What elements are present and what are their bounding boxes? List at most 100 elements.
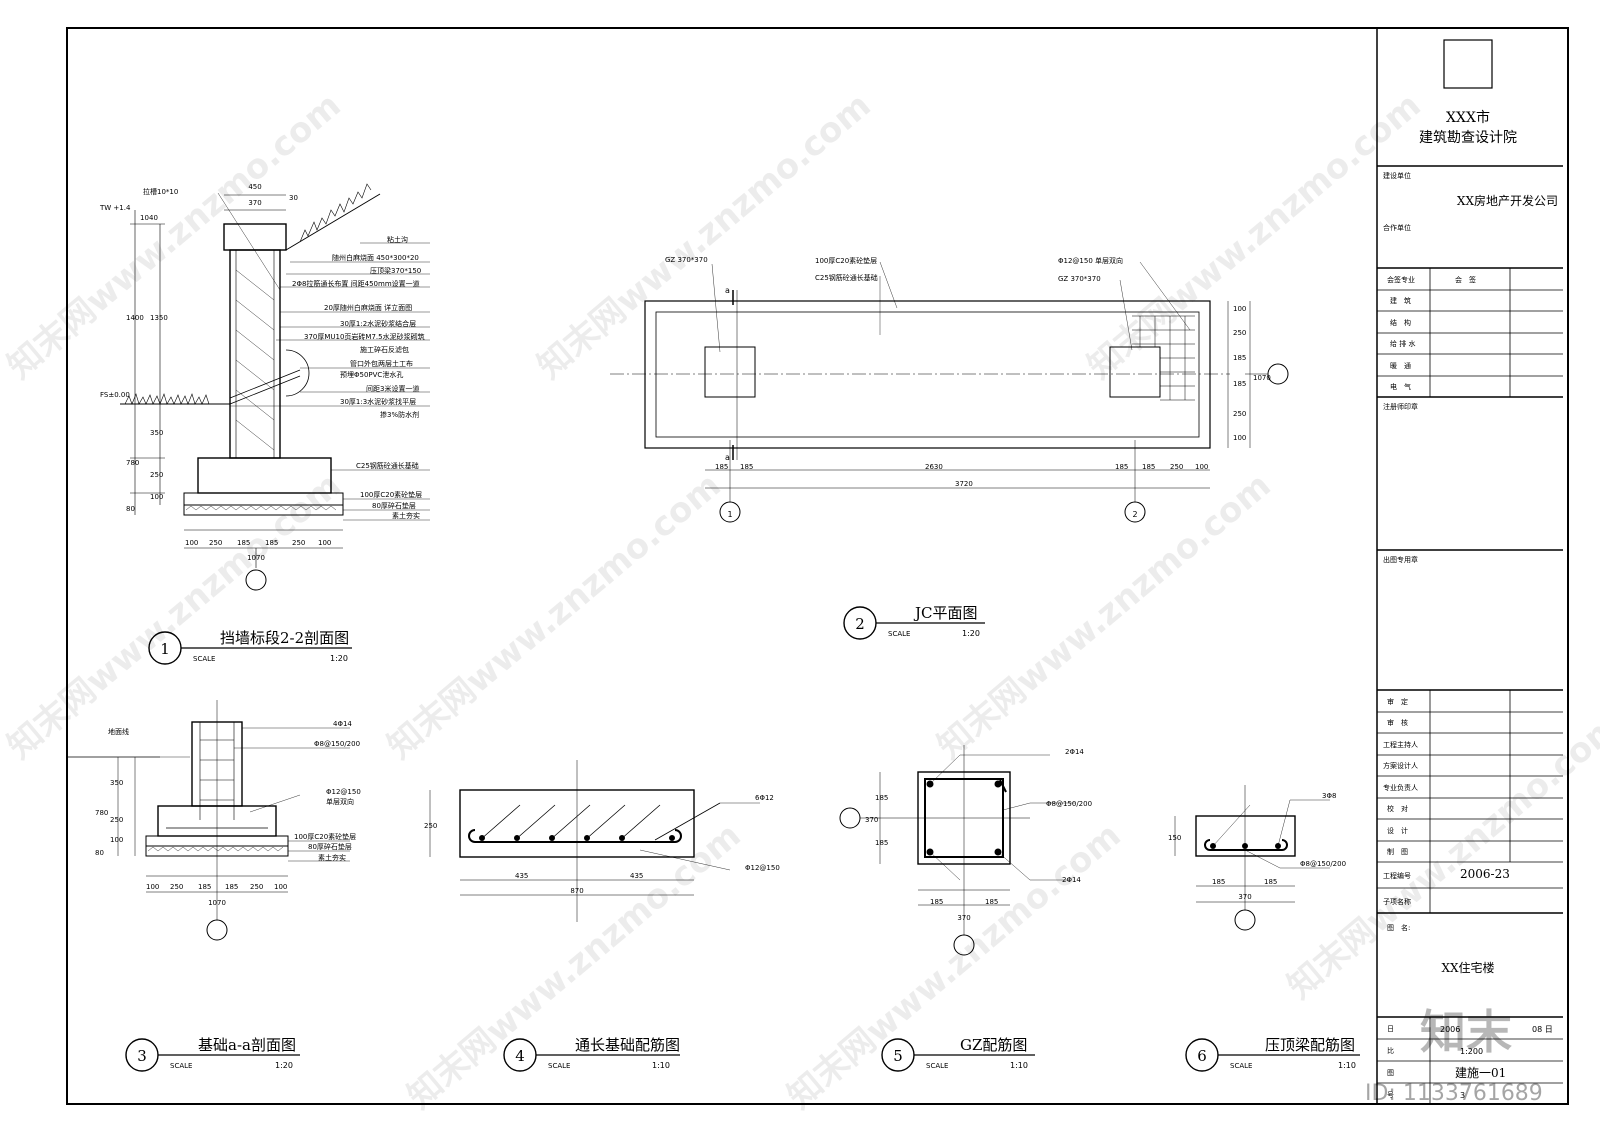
v6-total: 370: [1238, 893, 1251, 901]
scale-value: 1:200: [1460, 1047, 1483, 1056]
v2-rdim-5: 100: [1233, 434, 1246, 442]
discipline-arch: 建 筑: [1390, 296, 1411, 305]
v4-rebar-bottom: Φ12@150: [745, 864, 780, 872]
institute-line1: XXX市: [1446, 109, 1490, 126]
v3-bdim-4: 250: [250, 883, 263, 891]
svg-text:3: 3: [137, 1047, 147, 1065]
view1-title: 挡墙标段2-2剖面图: [220, 629, 349, 647]
v2-rdim-4: 250: [1233, 410, 1246, 418]
v1-dim-780: 780: [126, 459, 139, 467]
countersign-value: 会 签: [1455, 275, 1476, 284]
v1-dim-top-30: 30: [289, 194, 298, 202]
view6-coping-rebar: [1174, 785, 1330, 931]
svg-text:6: 6: [1197, 1047, 1207, 1065]
v2-bdim-1: 185: [740, 463, 753, 471]
date-day: 08 日: [1532, 1025, 1553, 1034]
view6-annotations: 3Φ8 Φ8@150/200 150 185 185 370: [1168, 792, 1346, 901]
v6-dim-0: 185: [1212, 878, 1225, 886]
drawing-seal-label: 出图专用章: [1383, 555, 1418, 564]
v2-axis-2: 2: [1132, 510, 1137, 519]
v1-note-5: 30厚1:2水泥砂浆结合层: [340, 319, 416, 328]
v6-rebar-bottom: Φ8@150/200: [1300, 860, 1346, 868]
svg-text:知末网www.znzmo.com: 知末网www.znzmo.com: [1280, 705, 1600, 1007]
v2-note2: C25钢筋砼通长基础: [815, 273, 878, 282]
v1-note-3: 2Φ8拉筋通长布置 间距450mm设置一道: [292, 279, 420, 288]
sheet-frame: [66, 27, 1569, 1105]
v1-top-note: 拉槽10*10: [143, 187, 178, 196]
v5-rebar-top: 2Φ14: [1065, 748, 1084, 756]
date-label: 日: [1387, 1025, 1394, 1033]
v4-dim-1: 435: [630, 872, 643, 880]
view-title-6: 6 压顶梁配筋图 SCALE 1:10: [1185, 1036, 1360, 1072]
logo-box: [1443, 39, 1493, 89]
v5-rebar-bottom: 2Φ14: [1062, 876, 1081, 884]
countersign-label: 会签专业: [1387, 275, 1415, 284]
role-design: 设 计: [1387, 826, 1408, 835]
v3-dim-250: 250: [110, 816, 123, 824]
svg-text:SCALE: SCALE: [193, 655, 215, 663]
discipline-electric: 电 气: [1390, 382, 1411, 391]
view4-rebar: [429, 760, 760, 922]
v3-total: 1070: [208, 899, 226, 907]
sheet-no: 3: [1460, 1091, 1465, 1100]
v1-note-11: 30厚1:3水泥砂浆找平层: [340, 397, 416, 406]
view2-plan: [610, 261, 1289, 523]
v3-dim-80: 80: [95, 849, 104, 857]
v2-btotal: 3720: [955, 480, 973, 488]
v5-ldim-0: 185: [875, 794, 888, 802]
v5-total: 370: [957, 914, 970, 922]
v3-rebar3b: 单层双向: [326, 797, 354, 806]
view5-gz-rebar: [839, 745, 1075, 956]
v1-note-8: 管口外包两层土工布: [350, 359, 413, 368]
svg-text:1:10: 1:10: [652, 1061, 670, 1070]
v1-bdim-5: 100: [318, 539, 331, 547]
date-value: 2006: [1440, 1025, 1460, 1034]
v1-fs: FS±0.00: [100, 391, 130, 399]
v4-rebar-top: 6Φ12: [755, 794, 774, 802]
v2-bdim-6: 100: [1195, 463, 1208, 471]
v3-ground-line: 地面线: [108, 727, 129, 736]
build-unit-label: 建设单位: [1383, 171, 1411, 180]
v3-rebar1: 4Φ14: [333, 720, 352, 728]
v1-note-1: 随州白麻烧面 450*300*20: [332, 253, 419, 262]
v1-bdim-0: 100: [185, 539, 198, 547]
v3-bdim-0: 100: [146, 883, 159, 891]
v1-dim-top-370: 370: [248, 199, 261, 207]
v2-rdim-2: 185: [1233, 354, 1246, 362]
v1-note-16: 素土夯实: [392, 511, 420, 520]
svg-text:知末网www.znzmo.com: 知末网www.znzmo.com: [0, 465, 349, 767]
svg-text:1: 1: [160, 640, 170, 658]
v3-bdim-1: 250: [170, 883, 183, 891]
v1-dim-100: 100: [150, 493, 163, 501]
v2-rdim-3: 185: [1233, 380, 1246, 388]
v1-note-14: 100厚C20素砼垫层: [360, 490, 422, 499]
v2-bdim-4: 185: [1142, 463, 1155, 471]
v3-dim-780: 780: [95, 809, 108, 817]
v3-note3: 素土夯实: [318, 853, 346, 862]
v3-bdim-2: 185: [198, 883, 211, 891]
v5-ldim-2: 185: [875, 839, 888, 847]
project-no-label: 工程编号: [1383, 871, 1411, 880]
svg-text:2: 2: [855, 615, 865, 633]
v2-rtotal: 1070: [1253, 374, 1271, 382]
scale-label: 比: [1387, 1046, 1394, 1055]
v1-bdim-4: 250: [292, 539, 305, 547]
coop-unit-label: 合作单位: [1383, 223, 1411, 232]
svg-text:知末网www.znzmo.com: 知末网www.znzmo.com: [530, 85, 879, 387]
v3-rebar3: Φ12@150: [326, 788, 361, 796]
role-discipline-lead: 专业负责人: [1383, 783, 1418, 792]
svg-text:知末网www.znzmo.com: 知末网www.znzmo.com: [0, 85, 349, 387]
v1-dim-1350: 1350: [150, 314, 168, 322]
svg-text:SCALE: SCALE: [1230, 1062, 1252, 1070]
role-scheme-designer: 方案设计人: [1383, 761, 1418, 770]
v1-note-0: 粘土沟: [387, 235, 408, 244]
v1-dim-10: 10: [140, 214, 149, 222]
v1-dim-1400: 1400: [126, 314, 144, 322]
v5-ldim-1: 370: [865, 816, 878, 824]
view-title-5: 5 GZ配筋图 SCALE 1:10: [881, 1036, 1035, 1072]
v1-dim-80: 80: [126, 505, 135, 513]
sheet-label2: 号: [1387, 1091, 1394, 1099]
v1-note-12: 掺3%防水剂: [380, 410, 419, 419]
svg-text:1:10: 1:10: [1010, 1061, 1028, 1070]
